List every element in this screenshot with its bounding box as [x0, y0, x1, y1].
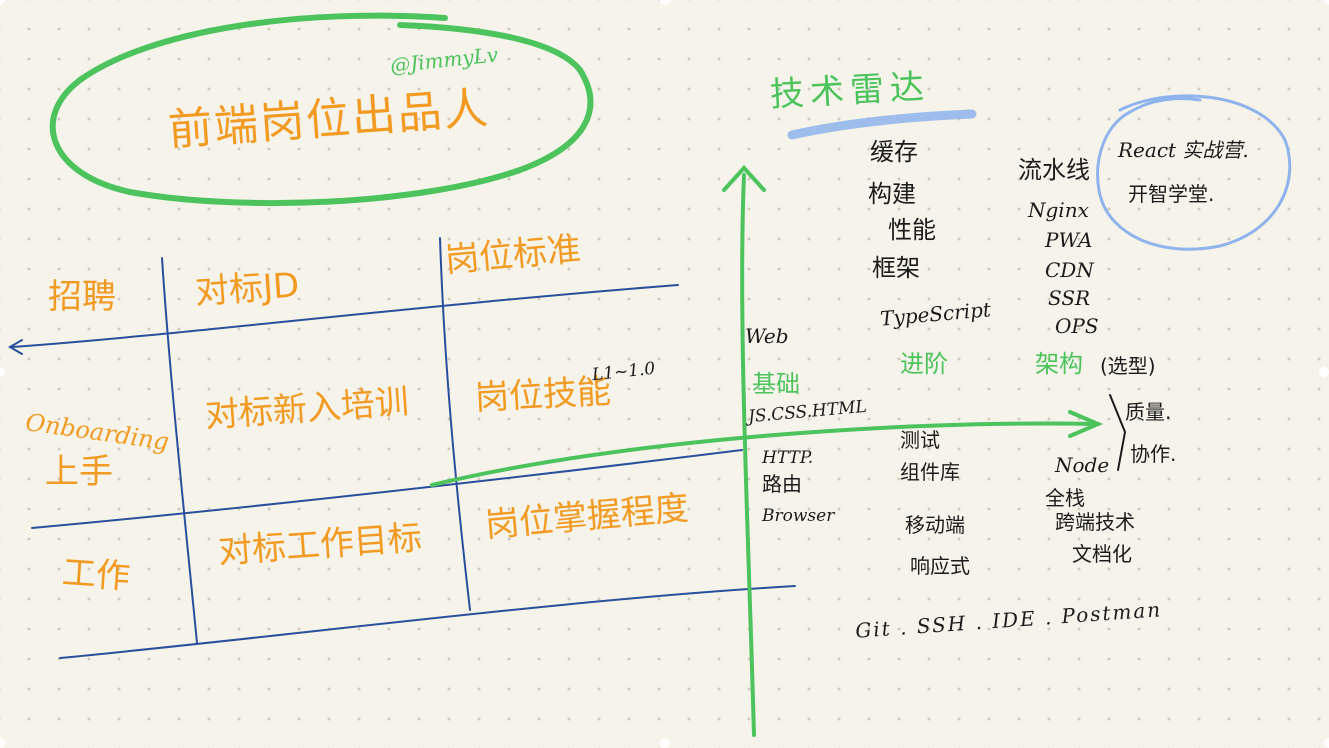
table-line-mid — [31, 449, 743, 529]
corner-marker — [0, 738, 5, 748]
title-ellipse — [49, 12, 594, 207]
radar-vertical-axis — [740, 173, 756, 737]
circled-item-react: React 实战营. — [1118, 138, 1249, 162]
radar-vertical-arrow — [722, 165, 766, 192]
radar-item-mobile: 移动端 — [905, 513, 965, 537]
radar-item-routing: 路由 — [762, 472, 802, 496]
radar-item-quality: 质量. — [1125, 400, 1172, 424]
corner-marker — [0, 0, 5, 5]
corner-marker — [1319, 367, 1329, 377]
row-label-recruit: 招聘 — [48, 277, 116, 317]
table-arrow-head — [8, 339, 23, 355]
radar-item-pwa: PWA — [1045, 228, 1093, 252]
axis-label-web: Web — [745, 324, 789, 348]
radar-item-http: HTTP. — [762, 448, 814, 468]
radar-item-responsive: 响应式 — [910, 554, 970, 578]
radar-item-nginx: Nginx — [1028, 198, 1089, 222]
highlight-circle — [1096, 94, 1292, 251]
table-col-2 — [439, 237, 471, 611]
corner-marker — [1324, 738, 1329, 748]
radar-item-build: 构建 — [868, 180, 916, 208]
row-label-onboarding-cn: 上手 — [45, 452, 113, 492]
radar-item-fullstack: 全栈 — [1045, 486, 1085, 510]
radar-axes — [430, 165, 1104, 737]
circled-item-school: 开智学堂. — [1128, 182, 1215, 206]
row-onboarding-result: 岗位技能 — [474, 371, 612, 419]
radar-item-performance: 性能 — [888, 216, 936, 244]
radar-horizontal-axis — [430, 421, 1100, 487]
radar-title: 技术雷达 — [769, 66, 931, 116]
architecture-bracket — [1109, 394, 1127, 471]
table-line-bottom — [59, 585, 796, 659]
radar-horizontal-arrow — [1068, 410, 1104, 438]
table-header-jd: 对标JD — [193, 265, 301, 313]
radar-item-collaboration: 协作. — [1130, 442, 1177, 466]
corner-marker — [1324, 0, 1329, 5]
radar-item-framework: 框架 — [872, 254, 920, 282]
corner-marker — [0, 367, 5, 377]
radar-item-cdn: CDN — [1045, 258, 1094, 282]
corner-marker — [660, 738, 670, 748]
radar-item-components: 组件库 — [900, 460, 960, 484]
radar-item-documentation: 文档化 — [1072, 542, 1132, 566]
radar-item-browser: Browser — [762, 506, 835, 526]
radar-title-highlight — [787, 109, 977, 140]
corner-marker — [660, 0, 670, 5]
row-label-work: 工作 — [60, 552, 132, 598]
table-col-1 — [161, 257, 198, 644]
radar-item-testing: 测试 — [900, 428, 940, 452]
radar-item-pipeline: 流水线 — [1018, 156, 1090, 184]
radar-item-crossplatform: 跨端技术 — [1055, 510, 1135, 534]
axis-label-basic: 基础 — [752, 370, 800, 398]
radar-item-ssr: SSR — [1048, 286, 1091, 310]
axis-label-advanced: 进阶 — [900, 350, 948, 378]
radar-item-node: Node — [1055, 453, 1110, 477]
radar-item-cache: 缓存 — [870, 138, 918, 166]
radar-item-ops: OPS — [1055, 314, 1099, 338]
table-grid — [8, 237, 796, 659]
radar-item-selection: (选型) — [1100, 354, 1156, 378]
axis-label-architecture: 架构 — [1035, 350, 1083, 378]
table-line-top — [11, 284, 679, 348]
